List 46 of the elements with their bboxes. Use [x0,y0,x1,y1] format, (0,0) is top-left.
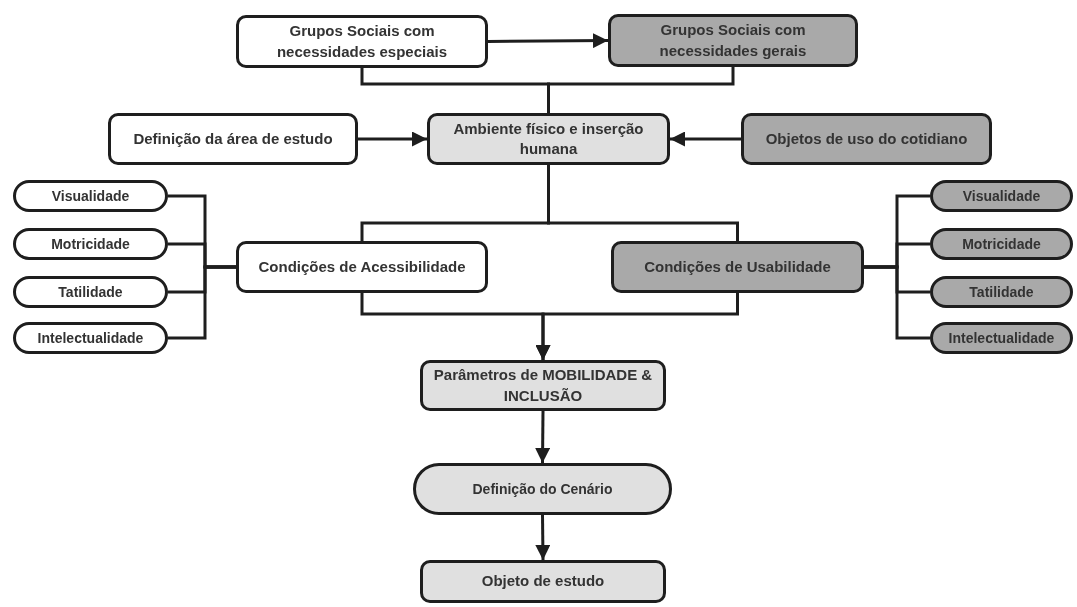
arrow [670,131,741,147]
arrow [535,293,739,360]
connector-line [547,165,739,241]
connector-line [864,265,930,340]
rounded-pill [13,180,168,212]
node-label: Tatilidade [969,282,1034,302]
rounded-pill [13,322,168,354]
process-box [108,113,358,165]
connector-line [168,265,236,340]
process-box [611,241,864,293]
process-box [420,360,666,411]
rounded-pill [930,276,1073,308]
process-box [741,113,992,165]
process-box [420,560,666,603]
arrow [358,131,427,147]
node-label: Visualidade [51,186,130,206]
arrow [535,411,551,463]
node-label: Visualidade [962,186,1041,206]
arrow [535,515,551,560]
node-label: Definição do Cenário [472,479,613,499]
node-label: Condições de Usabilidade [644,256,831,277]
node-label: Ambiente físico e inserção humana [452,118,645,159]
node-label: Objetos de uso do cotidiano [765,128,968,149]
process-box [236,241,488,293]
rounded-pill [930,322,1073,354]
node-label: Grupos Sociais com necessidades especiais [275,21,449,62]
rounded-pill [930,228,1073,260]
node-label: Tatilidade [58,282,123,302]
rounded-pill [13,228,168,260]
node-label: Motricidade [962,234,1041,254]
rounded-pill [413,463,672,515]
node-label: Condições de Acessibilidade [258,256,466,277]
process-box [427,113,670,165]
connector-line [547,67,735,113]
process-box [608,14,858,67]
node-label: Intelectualidade [948,328,1055,348]
node-label: Parâmetros de MOBILIDADE & INCLUSÃO [433,365,653,406]
node-label: Grupos Sociais com necessidades gerais [658,20,808,61]
rounded-pill [930,180,1073,212]
node-label: Definição da área de estudo [133,128,333,149]
rounded-pill [13,276,168,308]
node-label: Intelectualidade [37,328,144,348]
process-box [236,15,488,68]
node-label: Motricidade [51,234,130,254]
node-label: Objeto de estudo [481,571,605,592]
arrow [488,33,608,49]
